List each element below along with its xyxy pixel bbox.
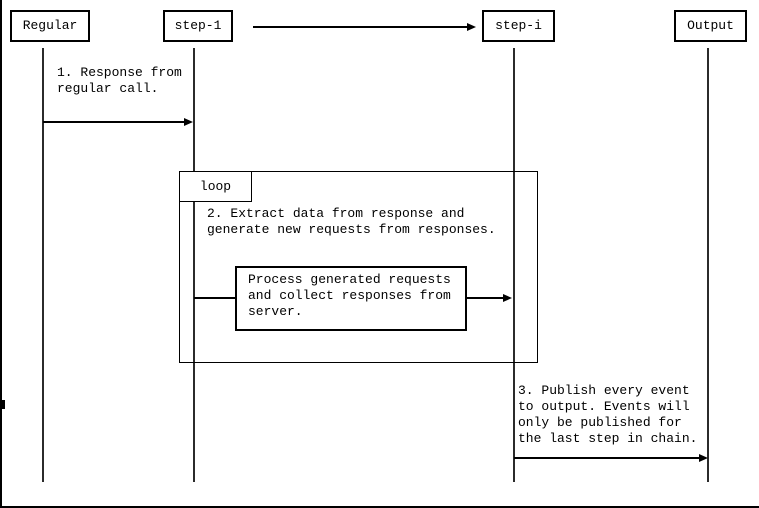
participant-output: Output (674, 10, 747, 42)
window-left-notch (0, 400, 5, 409)
participant-step-i: step-i (482, 10, 555, 42)
message-1-line (43, 121, 184, 123)
chain-arrow-line (253, 26, 467, 28)
lifeline-regular (42, 48, 44, 482)
window-left-border (0, 0, 2, 508)
participant-regular: Regular (10, 10, 90, 42)
message-1-label: 1. Response from regular call. (57, 65, 182, 96)
lifeline-step-1 (193, 48, 195, 482)
message-2-arrow-head-icon (503, 293, 512, 302)
chain-arrow-head-icon (467, 22, 476, 31)
message-3-label: 3. Publish every event to output. Events… (518, 383, 698, 446)
process-box-label: Process generated requests and collect r… (248, 272, 451, 319)
message-1-arrow-head-icon (184, 117, 193, 126)
process-box: Process generated requests and collect r… (235, 266, 467, 331)
lifeline-output (707, 48, 709, 482)
message-2-line-right (467, 297, 503, 299)
lifeline-step-i (513, 48, 515, 482)
loop-label-box: loop (179, 171, 252, 202)
message-2-line-left (194, 297, 235, 299)
window-bottom-border (0, 506, 759, 508)
message-3-arrow-head-icon (699, 453, 708, 462)
message-3-line (514, 457, 699, 459)
message-2-note: 2. Extract data from response and genera… (207, 206, 496, 237)
loop-frame (179, 171, 538, 363)
participant-step-1: step-1 (163, 10, 233, 42)
